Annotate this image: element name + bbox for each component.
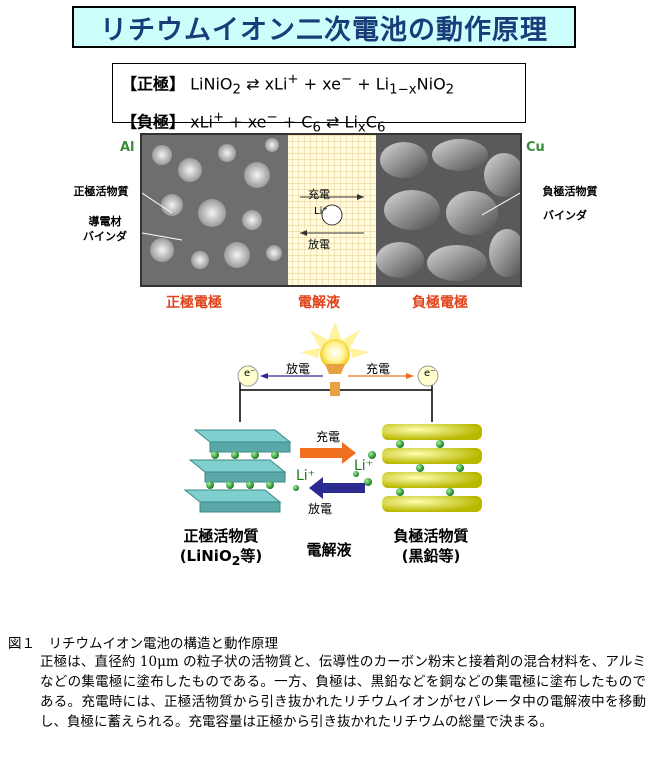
- positive-rhs-c-sub: 1−x: [389, 82, 417, 98]
- negative-material-name: 負極活物質: [393, 527, 469, 545]
- negative-lhs-c-sub: 6: [312, 120, 321, 136]
- negative-material-formula: (黒鉛等): [401, 547, 461, 565]
- positive-material-label: 正極活物質 (LiNiO2等): [166, 526, 276, 571]
- negative-rhs2-sub: 6: [376, 120, 386, 136]
- figure-caption-body: 正極は、直径約 10μm の粒子状の活物質と、伝導性のカーボン粉末と接着剤の混合…: [40, 654, 646, 730]
- light-bulb-icon: [300, 322, 370, 374]
- battery-mechanism-illustration: [183, 322, 482, 513]
- positive-layered-oxide: [183, 429, 292, 513]
- negative-lhs-a-sup: +: [212, 109, 225, 125]
- positive-rhs-c2-sub: 2: [445, 82, 455, 98]
- micrograph-illustration: [142, 135, 520, 285]
- negative-arrow-icon: ⇄: [326, 111, 340, 131]
- positive-particles: [150, 138, 282, 269]
- mechanism-ion-left-label: Li⁺: [296, 468, 316, 484]
- positive-formula-a: (LiNiO: [179, 547, 232, 565]
- positive-binder-leader: [142, 232, 183, 241]
- micro-ion-circle: [321, 204, 343, 226]
- page-title: リチウムイオン二次電池の動作原理: [72, 6, 576, 48]
- negative-rhs-sub: x: [357, 120, 366, 136]
- mechanism-ion-right-label: Li⁺: [354, 458, 374, 474]
- positive-lhs: LiNiO: [190, 74, 233, 94]
- negative-graphite: [364, 424, 482, 512]
- positive-active-leader: [142, 192, 173, 214]
- micro-charge-label: 充電: [308, 188, 330, 201]
- negative-plus-2: +: [282, 111, 297, 131]
- mechanism-charge-label: 充電: [316, 430, 341, 444]
- negative-tag: 【負極】: [121, 111, 186, 131]
- bulb-base-icon: [330, 382, 340, 396]
- positive-conductive-label: 導電材: [88, 215, 122, 228]
- negative-plus-1: +: [229, 111, 243, 131]
- electrolyte-region-label: 電解液: [298, 295, 340, 311]
- copper-collector-label: Cu: [526, 140, 545, 155]
- negative-lhs-a: xLi: [190, 111, 213, 131]
- negative-active-leader: [481, 192, 520, 216]
- discharge-arrow-icon: [309, 477, 365, 499]
- figure-caption-title: 図１ リチウムイオン電池の構造と動作原理: [8, 636, 278, 652]
- negative-lhs-b-sup: −: [266, 109, 278, 125]
- micro-ion-label: Li⁺: [314, 206, 328, 217]
- circuit-charge-label: 充電: [366, 362, 391, 376]
- positive-tag: 【正極】: [121, 74, 186, 94]
- negative-equation: 【負極】 xLi+ + xe− + C6 ⇄ LixC6: [121, 104, 517, 142]
- positive-binder-label: バインダ: [83, 230, 127, 243]
- positive-active-label: 正極活物質: [73, 185, 129, 198]
- positive-formula-sub: 2: [231, 553, 241, 568]
- positive-rhs-a-sup: +: [287, 72, 299, 87]
- positive-rhs-a: xLi: [264, 74, 288, 94]
- negative-lhs-c: C: [301, 111, 313, 131]
- positive-material-name: 正極活物質: [183, 527, 259, 545]
- electron-right-icon: [417, 365, 439, 387]
- electrolyte-label: 電解液: [306, 541, 352, 559]
- negative-rhs2: C: [365, 111, 377, 131]
- positive-plus-1: +: [303, 74, 318, 94]
- micro-discharge-label: 放電: [308, 238, 330, 251]
- negative-active-label: 負極活物質: [542, 185, 598, 198]
- positive-rhs-c2: NiO: [416, 74, 446, 94]
- negative-particles: [376, 139, 520, 281]
- positive-material-formula: (LiNiO2等): [166, 546, 276, 571]
- charge-arrow-icon: [300, 442, 356, 464]
- positive-rhs-b-sup: −: [340, 72, 353, 87]
- positive-equation: 【正極】 LiNiO2 ⇄ xLi+ + xe− + Li1−xNiO2: [121, 66, 517, 104]
- negative-electrode-label: 負極電極: [412, 295, 468, 311]
- electron-left-icon: [237, 365, 259, 387]
- positive-formula-b: 等): [240, 547, 263, 565]
- negative-lhs-b: xe: [247, 111, 267, 131]
- negative-material-label: 負極活物質 (黒鉛等): [376, 526, 486, 566]
- positive-lhs-sub: 2: [232, 82, 241, 98]
- reaction-equations: 【正極】 LiNiO2 ⇄ xLi+ + xe− + Li1−xNiO2 【負極…: [112, 63, 526, 135]
- positive-electrode-label: 正極電極: [166, 295, 222, 311]
- electron-right-label: e⁻: [424, 368, 436, 379]
- positive-arrow-icon: ⇄: [246, 74, 260, 94]
- positive-plus-2: +: [357, 74, 371, 94]
- positive-rhs-c: Li: [375, 74, 390, 94]
- electrode-micrograph: [140, 133, 522, 287]
- mechanism-discharge-label: 放電: [308, 502, 333, 516]
- electron-left-label: e⁻: [244, 368, 256, 379]
- positive-rhs-b: xe: [322, 74, 341, 94]
- circuit-discharge-label: 放電: [286, 362, 311, 376]
- aluminum-collector-label: Al: [120, 140, 135, 155]
- negative-binder-label: バインダ: [543, 209, 587, 222]
- negative-rhs: Li: [344, 111, 358, 131]
